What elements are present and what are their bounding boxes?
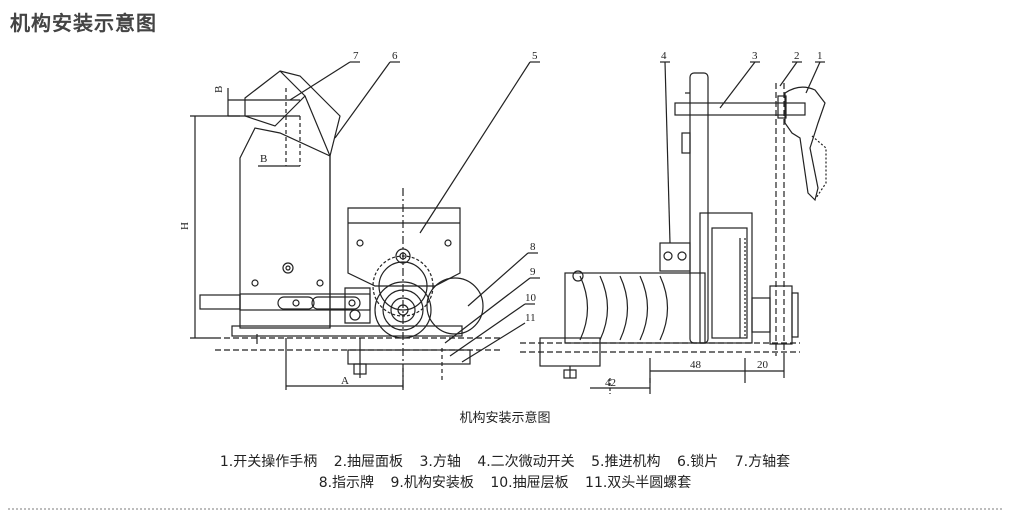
- push-mechanism: [347, 207, 461, 287]
- spring-coil: [579, 275, 669, 341]
- callout-5: 5: [532, 50, 538, 62]
- diagram-svg: 7 6 5 8 9 10 11 4 3 2 1 B B H A 48 20 42: [179, 50, 827, 394]
- dim-a: A: [341, 375, 349, 387]
- figure-caption: 机构安装示意图: [459, 411, 551, 426]
- callout-4: 4: [661, 50, 667, 62]
- dim-48: 48: [690, 359, 702, 371]
- legend-item: 5.推进机构: [591, 454, 661, 470]
- dim-b-mid: B: [260, 153, 267, 165]
- legend-item: 3.方轴: [419, 454, 461, 470]
- legend-item: 6.锁片: [676, 454, 719, 470]
- callout-7: 7: [353, 50, 359, 62]
- square-shaft-sleeve: [244, 70, 306, 127]
- dim-b-top: B: [213, 86, 225, 93]
- callout-1: 1: [817, 50, 823, 62]
- legend-item: 8.指示牌: [318, 475, 375, 491]
- legend-item: 4.二次微动开关: [477, 454, 575, 470]
- legend-item: 7.方轴套: [734, 454, 791, 470]
- page-title: 机构安装示意图: [10, 11, 157, 35]
- callout-2: 2: [794, 50, 800, 62]
- callout-11: 11: [525, 312, 536, 324]
- callout-3: 3: [752, 50, 758, 62]
- legend-item: 9.机构安装板: [390, 475, 474, 491]
- legend-line-2: 8.指示牌 9.机构安装板 10.抽屉层板 11.双头半圆螺套: [0, 473, 1010, 494]
- indicator-plate: [426, 277, 484, 335]
- legend-item: 11.双头半圆螺套: [585, 475, 692, 491]
- callout-8: 8: [530, 241, 536, 253]
- operating-handle: [784, 86, 826, 202]
- mechanism-plate: [239, 127, 331, 329]
- legend-item: 1.开关操作手柄: [219, 454, 318, 470]
- legend-item: 2.抽屉面板: [333, 454, 404, 470]
- mechanism-diagram: 7 6 5 8 9 10 11 4 3 2 1 B B H A 48 20 42: [0, 38, 1010, 408]
- dim-20: 20: [757, 359, 769, 371]
- dotted-divider: [8, 508, 1002, 510]
- legend-item: 10.抽屉层板: [490, 475, 569, 491]
- callout-9: 9: [530, 266, 536, 278]
- lock-plate: [279, 70, 341, 158]
- callout-6: 6: [392, 50, 398, 62]
- legend-line-1: 1.开关操作手柄 2.抽屉面板 3.方轴 4.二次微动开关 5.推进机构 6.锁…: [0, 452, 1010, 473]
- dim-42: 42: [605, 377, 616, 389]
- dim-h: H: [179, 222, 191, 230]
- callout-10: 10: [525, 292, 537, 304]
